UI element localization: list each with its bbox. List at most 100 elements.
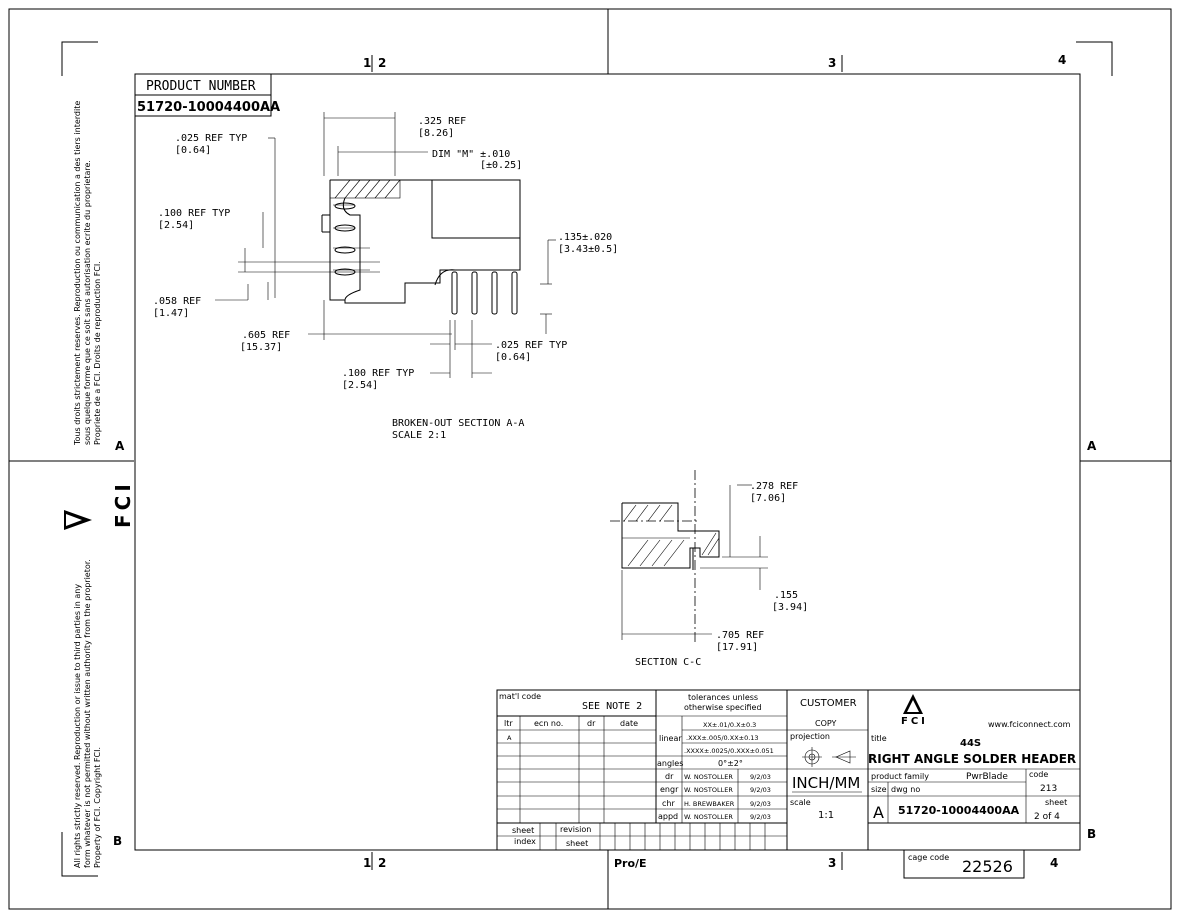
zone-3-bottom: 3 xyxy=(828,856,836,870)
units-label: INCH/MM xyxy=(792,774,860,792)
sheet-index-1: sheet xyxy=(512,826,534,835)
aa-dim-3b: [0.64] xyxy=(175,145,211,156)
dwg-no-label: dwg no xyxy=(891,785,920,794)
section-aa-view xyxy=(215,112,556,378)
projection-label: projection xyxy=(790,732,830,741)
matl-code-label: mat'l code xyxy=(499,692,541,701)
role-dr-name: W. NOSTOLLER xyxy=(684,773,733,781)
zone-a-right: A xyxy=(1087,439,1097,453)
linear-3: .XXXX±.0025/0.XXX±0.051 xyxy=(684,747,774,755)
zone-b-right: B xyxy=(1087,827,1096,841)
linear-label: linear xyxy=(659,734,682,743)
zone-2-top: 2 xyxy=(378,56,386,70)
matl-code-value: SEE NOTE 2 xyxy=(582,701,642,712)
cc-dim-3a: .705 REF xyxy=(716,630,764,641)
third-angle-projection-icon xyxy=(802,747,856,767)
zone-1-top: 1 xyxy=(363,56,371,70)
role-dr: dr xyxy=(665,772,674,781)
aa-dim-5b: [3.43±0.5] xyxy=(558,244,618,255)
legal-note-en-2: form whatever is not permitted without w… xyxy=(83,559,92,868)
scale-label: scale xyxy=(790,798,811,807)
corner-mark xyxy=(1076,41,1113,76)
product-number: 51720-10004400AA xyxy=(137,100,280,115)
zone-a-left: A xyxy=(115,439,125,453)
code-value: 213 xyxy=(1040,784,1057,794)
role-appd-name: W. NOSTOLLER xyxy=(684,813,733,821)
aa-dim-4b: [2.54] xyxy=(158,220,194,231)
zone-4-top: 4 xyxy=(1058,53,1066,67)
linear-1: XX±.01/0.X±0.3 xyxy=(703,721,756,729)
corner-mark xyxy=(61,41,98,76)
zone-3-top: 3 xyxy=(828,56,836,70)
role-dr-date: 9/2/03 xyxy=(750,773,771,781)
scale-value: 1:1 xyxy=(818,810,834,821)
title-line-1: 44S xyxy=(960,738,981,749)
legal-note-en-3: Property of FCI. Copyright FCI. xyxy=(93,747,102,868)
aa-dim-2b: [±0.25] xyxy=(480,160,522,171)
legal-note-en-1: All rights strictly reserved. Reproducti… xyxy=(73,584,82,868)
cage-code-value: 22526 xyxy=(962,857,1013,876)
customer-label: CUSTOMER xyxy=(800,698,857,709)
tolerances-header-1: tolerances unless xyxy=(688,693,758,702)
product-family-label: product family xyxy=(871,772,929,781)
corner-mark xyxy=(61,832,98,877)
cc-dim-3b: [17.91] xyxy=(716,642,758,653)
size-label: size xyxy=(871,785,887,794)
sheet-label: sheet xyxy=(1045,798,1067,807)
tolerances-header-2: otherwise specified xyxy=(684,703,762,712)
zone-4-bottom: 4 xyxy=(1050,856,1058,870)
legal-note-fr-1: Tous droits strictement reserves. Reprod… xyxy=(73,101,82,446)
aa-dim-1b: [8.26] xyxy=(418,128,454,139)
aa-dim-3a: .025 REF TYP xyxy=(175,133,247,144)
title-block xyxy=(496,689,1081,851)
sheet-index-2: index xyxy=(514,837,536,846)
zone-2-bottom: 2 xyxy=(378,856,386,870)
aa-dim-6a: .058 REF xyxy=(153,296,201,307)
legal-note-fr-2: sous quelque forme que ce soit sans auto… xyxy=(83,160,92,445)
role-appd: appd xyxy=(658,812,678,821)
rev-col-date: date xyxy=(620,719,638,728)
section-aa-caption: BROKEN-OUT SECTION A-A xyxy=(392,418,524,429)
aa-dim-9a: .100 REF TYP xyxy=(342,368,414,379)
role-chr-name: H. BREWBAKER xyxy=(684,800,735,808)
aa-dim-5a: .135±.020 xyxy=(558,232,612,243)
section-aa-scale: SCALE 2:1 xyxy=(392,430,446,441)
cad-software: Pro/E xyxy=(614,857,647,870)
company-website: www.fciconnect.com xyxy=(988,720,1071,729)
aa-dim-1a: .325 REF xyxy=(418,116,466,127)
rev-col-dr: dr xyxy=(587,719,596,728)
sheet-value: 2 of 4 xyxy=(1034,812,1060,822)
product-number-label: PRODUCT NUMBER xyxy=(146,79,256,94)
code-label: code xyxy=(1029,770,1048,779)
sheet-label-2: sheet xyxy=(566,839,588,848)
copy-label: COPY xyxy=(815,719,837,728)
rev-col-ltr: ltr xyxy=(504,719,513,728)
aa-dim-7a: .605 REF xyxy=(242,330,290,341)
cage-code-label: cage code xyxy=(908,853,949,862)
aa-dim-8b: [0.64] xyxy=(495,352,531,363)
cc-dim-1b: [7.06] xyxy=(750,493,786,504)
role-chr-date: 9/2/03 xyxy=(750,800,771,808)
angles-label: angles xyxy=(657,759,683,768)
aa-dim-4a: .100 REF TYP xyxy=(158,208,230,219)
aa-dim-2a: DIM "M" ±.010 xyxy=(432,149,510,160)
revision-label: revision xyxy=(560,825,591,834)
aa-dim-9b: [2.54] xyxy=(342,380,378,391)
cc-dim-1a: .278 REF xyxy=(750,481,798,492)
angles-value: 0°±2° xyxy=(718,759,743,768)
role-engr-name: W. NOSTOLLER xyxy=(684,786,733,794)
section-cc-view xyxy=(610,470,768,642)
rev-row-ltr: A xyxy=(507,734,512,742)
fci-logo-side: FCI xyxy=(64,480,135,530)
linear-2: .XXX±.005/0.XX±0.13 xyxy=(686,734,759,742)
title-label: title xyxy=(871,734,887,743)
role-engr: engr xyxy=(660,785,679,794)
title-line-2: RIGHT ANGLE SOLDER HEADER xyxy=(868,752,1076,766)
section-cc-caption: SECTION C-C xyxy=(635,657,701,668)
size-value: A xyxy=(873,803,884,822)
role-engr-date: 9/2/03 xyxy=(750,786,771,794)
fci-logo-text: FCI xyxy=(111,480,135,528)
cage-code-box xyxy=(903,849,1025,879)
aa-dim-6b: [1.47] xyxy=(153,308,189,319)
